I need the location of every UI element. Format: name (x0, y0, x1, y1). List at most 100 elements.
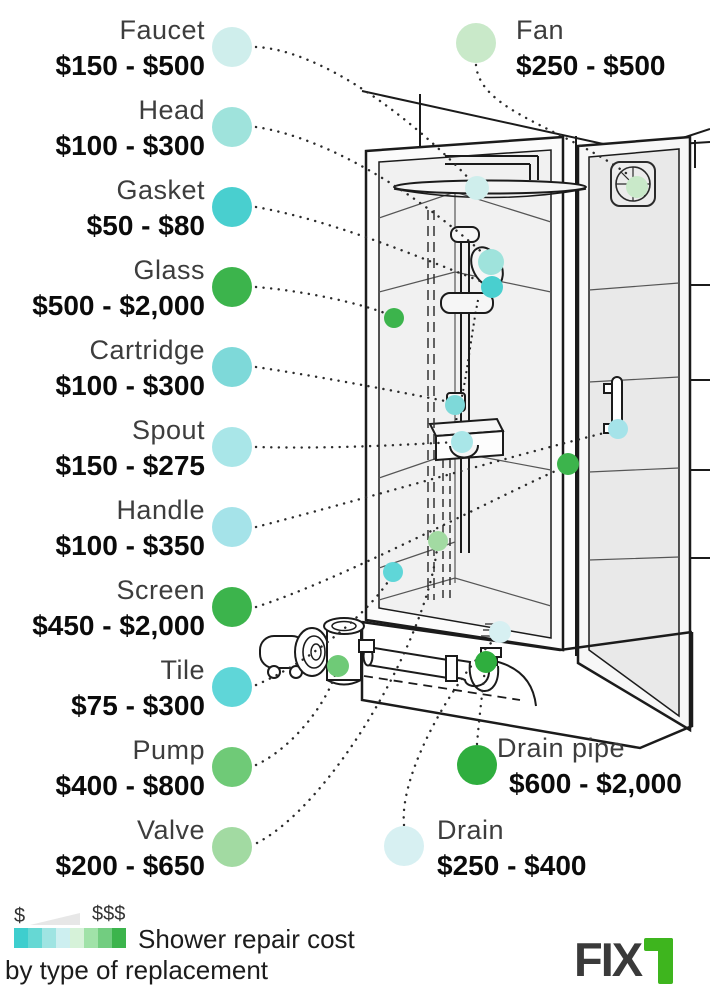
label-screen: Screen $450 - $2,000 (0, 572, 205, 644)
label-faucet: Faucet $150 - $500 (0, 12, 205, 84)
label-cartridge-price: $100 - $300 (55, 370, 205, 401)
label-pump-price: $400 - $800 (55, 770, 205, 801)
label-handle: Handle $100 - $350 (0, 492, 205, 564)
glass-endpoint-dot (384, 308, 404, 328)
valve-endpoint-dot (428, 531, 448, 551)
label-faucet-price: $150 - $500 (55, 50, 205, 81)
glass-dot (212, 267, 252, 307)
pump-connector-line (254, 670, 338, 767)
fan-endpoint-dot (626, 176, 648, 198)
label-handle-price: $100 - $350 (55, 530, 205, 561)
drain-endpoint-dot (489, 621, 511, 643)
label-glass-name: Glass (133, 255, 205, 285)
fixr-logo-text: FIX (574, 933, 643, 986)
legend-wedge (30, 913, 80, 925)
head-dot (212, 107, 252, 147)
cartridge-connector-line (254, 365, 452, 404)
label-faucet-name: Faucet (119, 15, 205, 45)
label-screen-name: Screen (116, 575, 205, 605)
label-fan-price: $250 - $500 (516, 50, 666, 81)
label-valve-name: Valve (136, 815, 205, 845)
spout-endpoint-dot (451, 431, 473, 453)
label-valve: Valve $200 - $650 (0, 812, 205, 884)
label-valve-price: $200 - $650 (55, 850, 205, 881)
label-glass: Glass $500 - $2,000 (0, 252, 205, 324)
valve-connector-line (255, 547, 439, 845)
valve-dot (212, 827, 252, 867)
fan-dot (456, 23, 496, 63)
label-spout-name: Spout (131, 415, 205, 445)
label-tile: Tile $75 - $300 (0, 652, 205, 724)
legend-title-line1: Shower repair cost (138, 924, 355, 954)
legend-swatch (14, 928, 28, 948)
label-drain-pipe-name: Drain pipe (497, 733, 626, 763)
label-drain-price: $250 - $400 (437, 850, 587, 881)
legend-low-label: $ (14, 905, 26, 927)
label-spout-price: $150 - $275 (55, 450, 205, 481)
label-gasket-name: Gasket (116, 175, 205, 205)
legend-title-line2: by type of replacement (5, 955, 269, 985)
legend-high-label: $$$ (92, 903, 126, 925)
label-cartridge: Cartridge $100 - $300 (0, 332, 205, 404)
legend-swatch (28, 928, 42, 948)
label-tile-name: Tile (160, 655, 205, 685)
legend-swatch (98, 928, 112, 948)
label-screen-price: $450 - $2,000 (32, 610, 205, 641)
label-drain-name: Drain (437, 815, 505, 845)
drain-pipe-endpoint-dot (475, 651, 497, 673)
gasket-dot (212, 187, 252, 227)
label-gasket: Gasket $50 - $80 (0, 172, 205, 244)
spout-connector-line (254, 440, 458, 449)
handle-endpoint-dot (608, 419, 628, 439)
label-handle-name: Handle (116, 495, 205, 525)
fixr-logo-r-glyph (644, 938, 674, 984)
tile-dot (212, 667, 252, 707)
faucet-endpoint-dot (465, 176, 489, 200)
drain-pipe-dot (457, 745, 497, 785)
label-head-price: $100 - $300 (55, 130, 205, 161)
legend-color-scale (14, 928, 126, 948)
label-spout: Spout $150 - $275 (0, 412, 205, 484)
gasket-connector-line (254, 205, 490, 286)
label-cartridge-name: Cartridge (89, 335, 205, 365)
pump-drawing (259, 617, 375, 686)
label-pump-name: Pump (132, 735, 205, 765)
spout-dot (212, 427, 252, 467)
drain-pipe-connector-line (475, 667, 487, 746)
pump-dot (212, 747, 252, 787)
gasket-endpoint-dot (481, 276, 503, 298)
pump-endpoint-dot (327, 655, 349, 677)
label-head-name: Head (138, 95, 205, 125)
head-connector-line (254, 125, 488, 258)
legend-swatch (42, 928, 56, 948)
label-drain: Drain $250 - $400 (437, 812, 586, 884)
fixr-logo: FIX (574, 933, 674, 986)
legend-swatch (84, 928, 98, 948)
drain-dot (384, 826, 424, 866)
label-pump: Pump $400 - $800 (0, 732, 205, 804)
label-head: Head $100 - $300 (0, 92, 205, 164)
label-tile-price: $75 - $300 (71, 690, 205, 721)
handle-dot (212, 507, 252, 547)
shower-enclosure-side-panel (576, 135, 710, 733)
fixr-logo-r-stem (658, 938, 674, 984)
tile-connector-line (254, 575, 393, 687)
screen-endpoint-dot (557, 453, 579, 475)
cartridge-dot (212, 347, 252, 387)
label-drain-pipe: Drain pipe $600 - $2,000 (497, 730, 682, 802)
label-drain-pipe-price: $600 - $2,000 (509, 768, 682, 799)
glass-connector-line (254, 285, 392, 317)
label-fan: Fan $250 - $500 (516, 12, 665, 84)
screen-connector-line (254, 466, 564, 609)
legend-swatch (70, 928, 84, 948)
legend-swatch (112, 928, 126, 948)
screen-dot (212, 587, 252, 627)
label-fan-name: Fan (516, 15, 565, 45)
cartridge-endpoint-dot (445, 395, 465, 415)
label-gasket-price: $50 - $80 (86, 210, 205, 241)
rain-shower-head-drawing (393, 155, 587, 199)
tile-endpoint-dot (383, 562, 403, 582)
label-glass-price: $500 - $2,000 (32, 290, 205, 321)
